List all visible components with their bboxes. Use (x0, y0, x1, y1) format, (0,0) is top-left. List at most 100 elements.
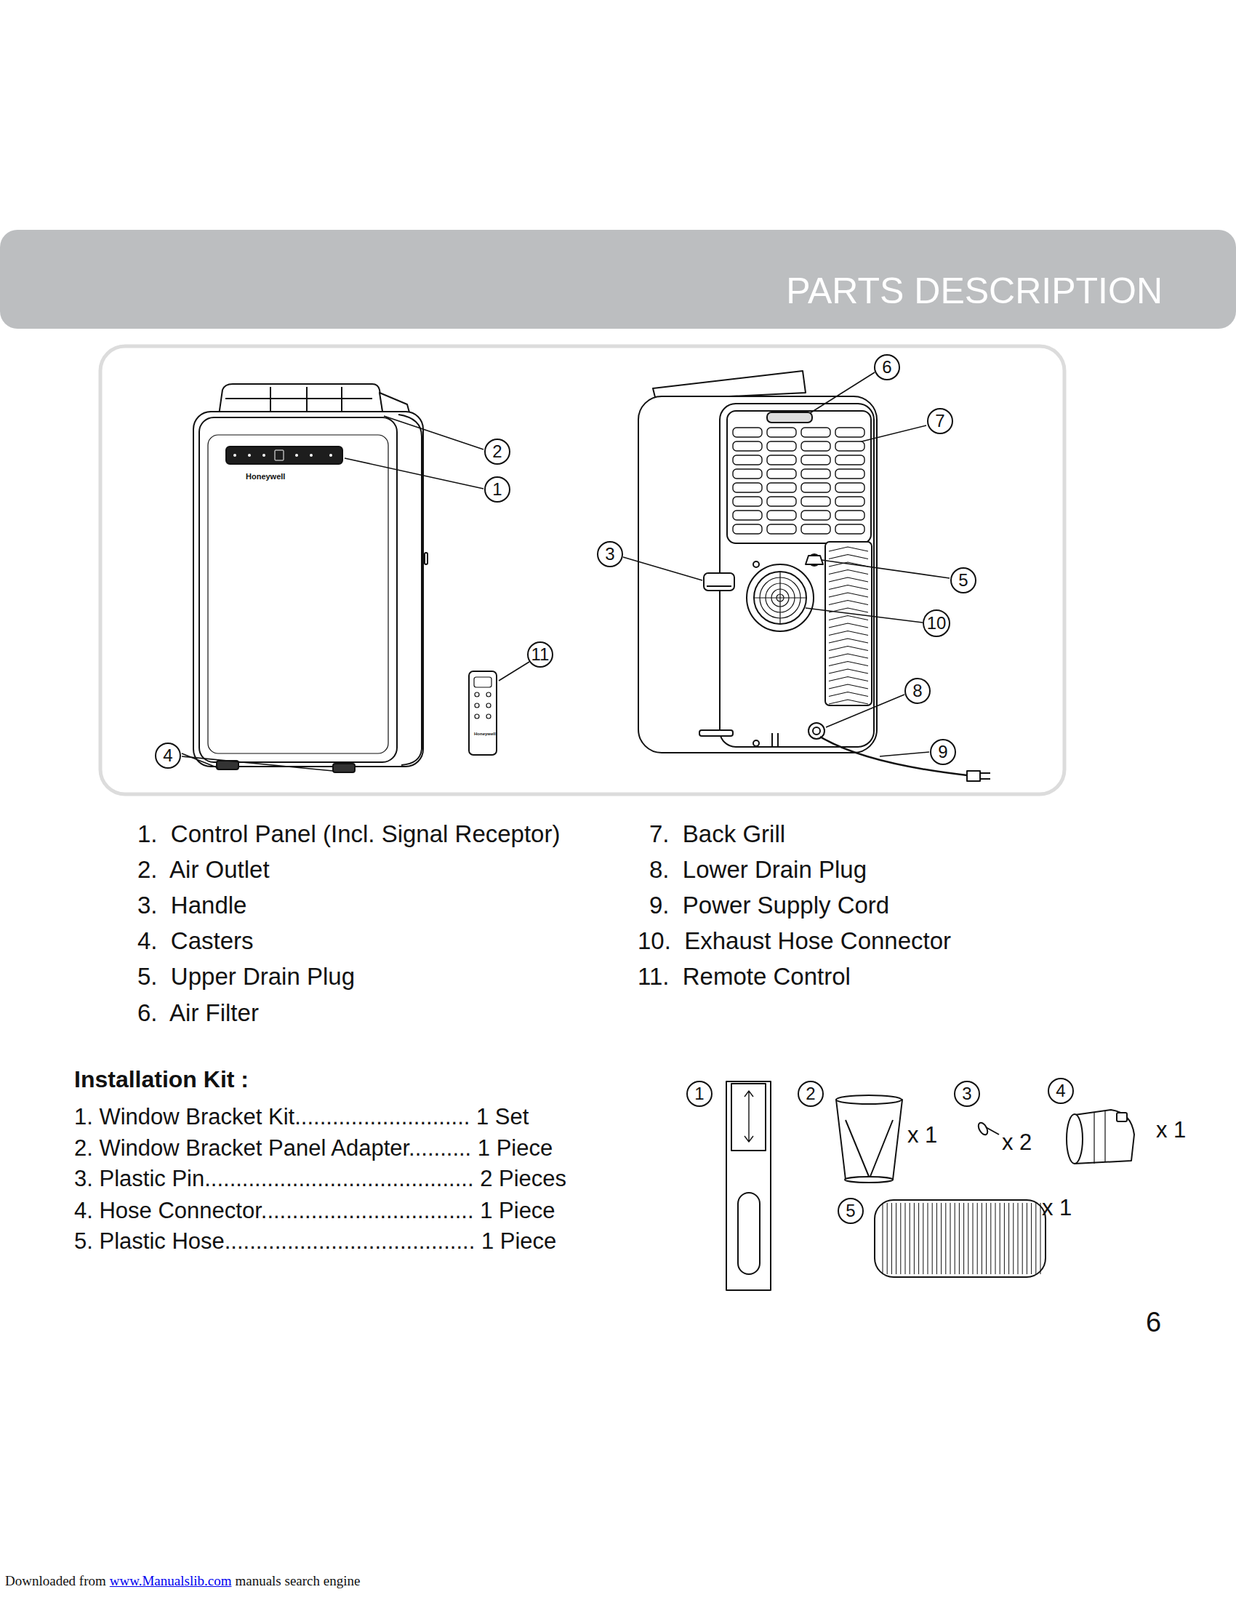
grill-slot (732, 524, 762, 534)
callout-circle: 7 (927, 407, 954, 435)
hose-rib (1040, 1202, 1042, 1274)
hose-rib (999, 1202, 1001, 1274)
part-name: 1. Control Panel (Incl. Signal Receptor) (137, 819, 560, 849)
grill-slot (835, 427, 865, 437)
callout-circle: 4 (1047, 1077, 1074, 1104)
vent-slat (828, 600, 869, 605)
part-name: 6. Air Filter (137, 998, 259, 1028)
vent-slat (828, 554, 869, 560)
grill-slot (732, 496, 762, 507)
hose-rib (963, 1202, 965, 1274)
page-title: PARTS DESCRIPTION (785, 269, 1163, 313)
kit-item: 3. Plastic Pin..........................… (74, 1164, 567, 1192)
header-band (0, 229, 1236, 329)
quantity: x 2 (1001, 1128, 1032, 1156)
grill-slot (767, 468, 797, 479)
hose-rib (1030, 1202, 1032, 1274)
grill-slot (801, 468, 831, 479)
quantity: x 1 (1041, 1193, 1072, 1221)
section-heading: Installation Kit : (74, 1065, 249, 1093)
hose-rib (981, 1202, 983, 1274)
callout-circle: 3 (953, 1080, 981, 1107)
remote-control (468, 671, 497, 755)
vent-slat (828, 615, 869, 621)
part-name: 2. Air Outlet (137, 855, 270, 885)
callout-circle: 6 (873, 354, 901, 381)
callout-circle: 5 (950, 567, 977, 594)
kit-item: 5. Plastic Hose.........................… (74, 1227, 557, 1255)
grill-slot (835, 482, 865, 493)
leader-lines (181, 372, 950, 771)
callout-number: 3 (961, 1084, 972, 1103)
hose-rib (954, 1202, 956, 1274)
grill-slot (767, 441, 797, 451)
grill-slot (801, 427, 831, 437)
part-name: 8. Lower Drain Plug (649, 855, 867, 885)
hose-rib (891, 1202, 893, 1274)
callout-number: 2 (805, 1084, 816, 1103)
callout-circle: 1 (686, 1080, 713, 1107)
vent-slat (828, 699, 869, 704)
part-name: 11. Remote Control (637, 961, 851, 991)
hose-rib (972, 1202, 974, 1274)
hose-rib (918, 1202, 920, 1274)
part-name: 10. Exhaust Hose Connector (637, 926, 951, 956)
part-name: 9. Power Supply Cord (649, 890, 890, 920)
kit-item: 4. Hose Connector.......................… (74, 1196, 556, 1224)
vent-slat (828, 653, 869, 658)
quantity: x 1 (907, 1121, 938, 1149)
hose-rib (922, 1202, 924, 1274)
kit-item: 2. Window Bracket Panel Adapter.........… (74, 1134, 553, 1162)
callout-number: 4 (162, 746, 173, 765)
grill-slot (732, 455, 762, 465)
footer-text: Downloaded from (5, 1572, 107, 1590)
installation-kit (726, 1081, 1135, 1290)
part-name: 3. Handle (137, 890, 247, 920)
logo-text: Honeywell (474, 731, 496, 737)
hose-rib (905, 1202, 906, 1274)
hose-ribs (882, 1202, 1041, 1274)
back-unit (638, 370, 991, 781)
grill-slot (801, 496, 831, 507)
callout-circle: 2 (484, 438, 511, 465)
hose-rib (1017, 1202, 1019, 1274)
grill-slot (732, 441, 762, 451)
grill-slots (732, 427, 865, 534)
hose-rib (913, 1202, 915, 1274)
hose-rib (1012, 1202, 1014, 1274)
callout-circle: 10 (922, 609, 951, 638)
callout-circle: 11 (527, 641, 555, 669)
callout-number: 1 (492, 480, 502, 499)
vent-slat (828, 585, 869, 590)
grill-slot (801, 482, 831, 493)
hose-rib (1022, 1202, 1023, 1274)
quantity: x 1 (1156, 1116, 1186, 1143)
vent-slat (828, 676, 869, 682)
logo-text: Honeywell (245, 471, 286, 482)
vent-slat (828, 607, 869, 613)
hose-rib (940, 1202, 942, 1274)
vent-slat (828, 623, 869, 628)
hose-rib (1008, 1202, 1010, 1274)
callout-number: 2 (492, 442, 502, 461)
kit-item: 1. Window Bracket Kit...................… (74, 1102, 529, 1130)
hose-rib (945, 1202, 946, 1274)
grill-slot (767, 427, 797, 437)
vent-slat (828, 546, 869, 552)
callout-circle: 9 (929, 738, 957, 765)
callout-number: 3 (604, 545, 615, 563)
part-name: 7. Back Grill (649, 819, 786, 849)
vent-slat (828, 661, 869, 666)
grill-slot (732, 510, 762, 520)
grill-slot (732, 482, 762, 493)
callout-number: 7 (934, 412, 945, 430)
grill-slot (835, 510, 865, 520)
hose-rib (977, 1202, 978, 1274)
grill-slot (801, 510, 831, 520)
vent-slat (828, 684, 869, 689)
part-name: 4. Casters (137, 926, 254, 956)
grill-slot (835, 496, 865, 507)
illustration-frame (100, 346, 1065, 794)
page-number: 6 (1145, 1305, 1162, 1340)
